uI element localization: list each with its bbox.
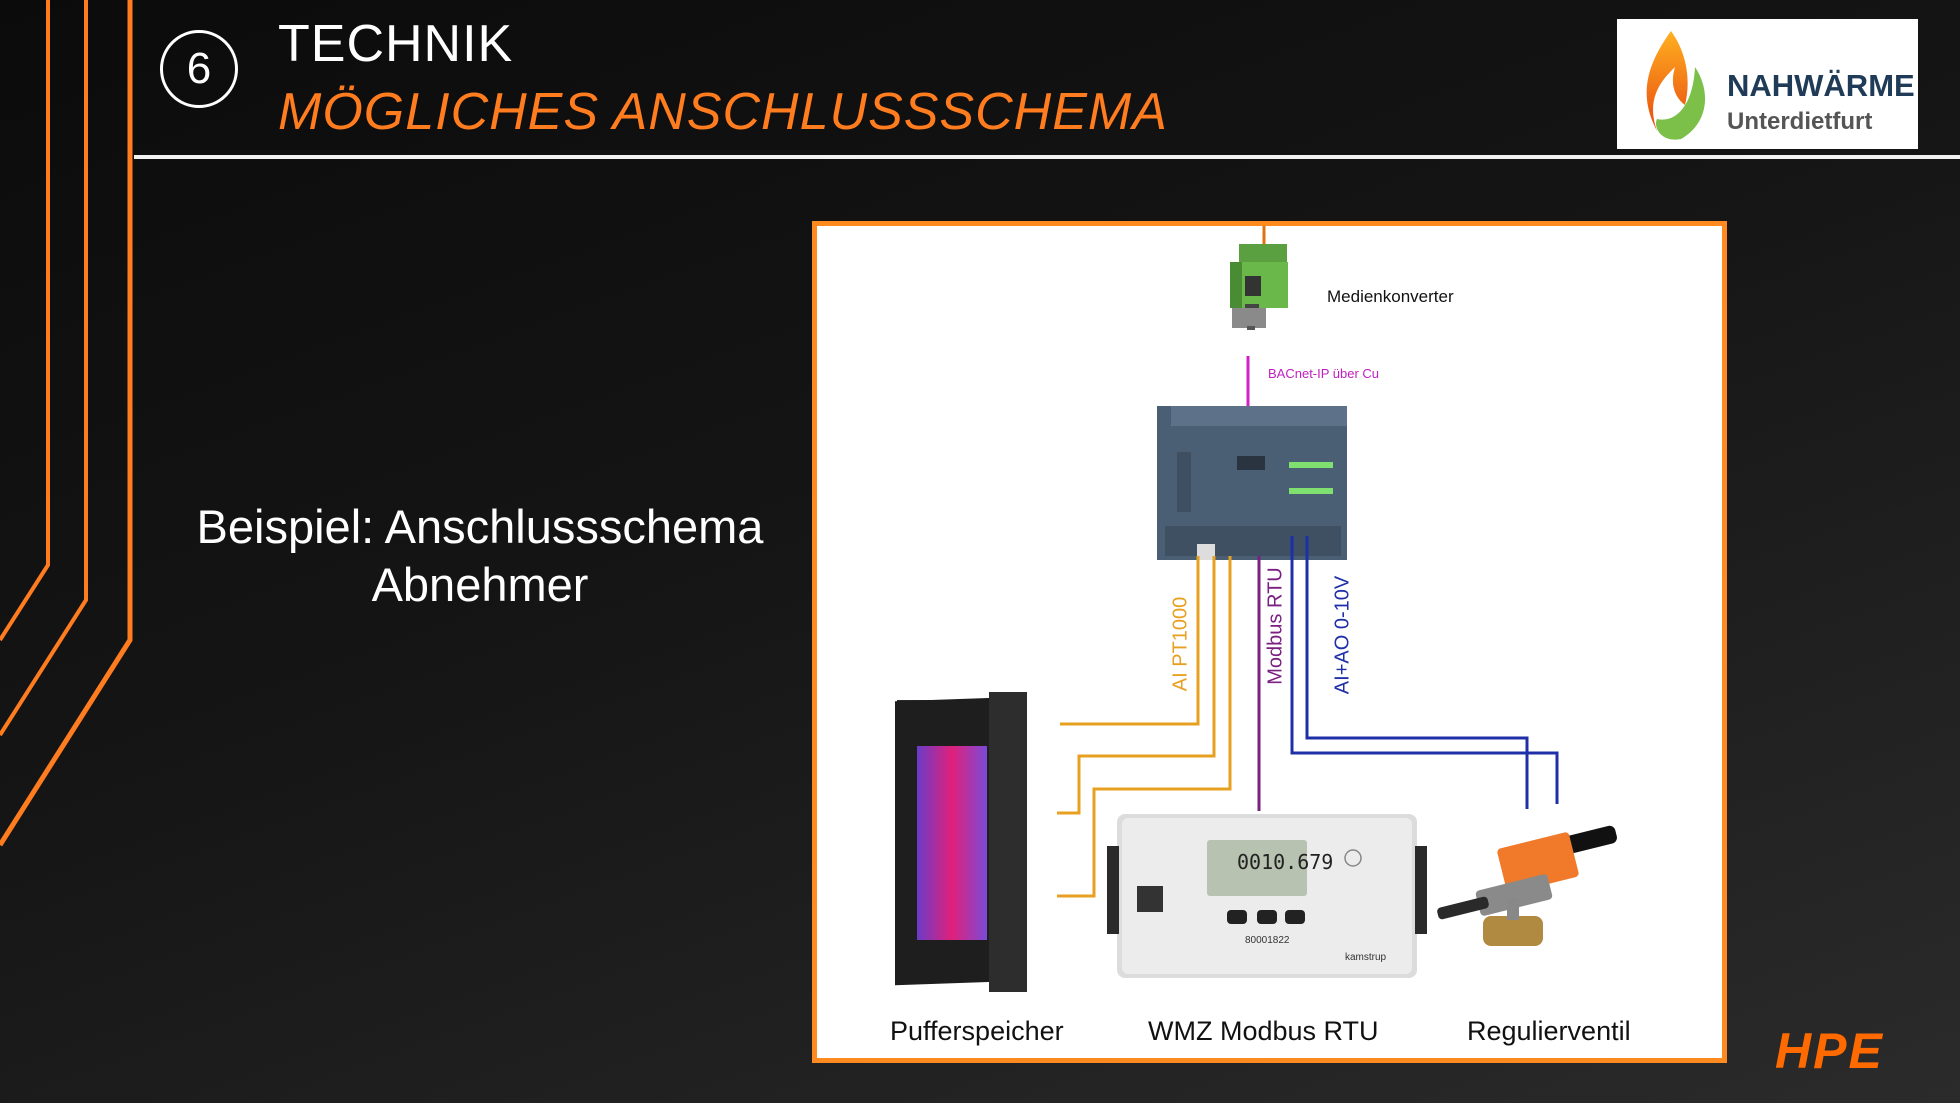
modbus-rtu-label: Modbus RTU — [1264, 567, 1287, 685]
media-converter-label: Medienkonverter — [1327, 287, 1454, 306]
buffer-tank-image — [895, 692, 1027, 992]
ai-ao-lines — [1290, 536, 1559, 809]
section-number-badge: 6 — [160, 30, 238, 108]
bacnet-label: BACnet-IP über Cu — [1268, 366, 1380, 381]
ai-pt1000-lines — [1057, 556, 1232, 898]
flame-leaf-icon — [1646, 31, 1706, 140]
example-caption: Beispiel: Anschlussschema Abnehmer — [170, 498, 790, 614]
controller-device — [1157, 406, 1347, 560]
example-caption-line2: Abnehmer — [371, 558, 589, 611]
meter-display: 0010.679 — [1237, 850, 1334, 874]
logo-subtitle: Unterdietfurt — [1727, 108, 1873, 135]
meter-brand: kamstrup — [1345, 952, 1387, 963]
label-pufferspeicher: Pufferspeicher — [890, 1016, 1064, 1046]
media-converter-device — [1230, 244, 1288, 330]
hpe-logo: HPE — [1775, 1023, 1884, 1079]
header-divider — [134, 155, 1960, 159]
example-caption-line1: Beispiel: Anschlussschema — [196, 500, 764, 553]
heat-meter-image — [1107, 814, 1427, 978]
ai-pt1000-label: AI PT1000 — [1169, 596, 1192, 692]
control-valve-image — [1437, 825, 1617, 946]
logo: NAHWÄRME Unterdietfurt — [1617, 19, 1918, 149]
page-subtitle: MÖGLICHES ANSCHLUSSSCHEMA — [278, 83, 1168, 141]
diagram-canvas — [895, 226, 1617, 992]
connection-diagram: Medienkonverter BACnet-IP über Cu AI PT1… — [812, 221, 1727, 1063]
ai-ao-label: AI+AO 0-10V — [1331, 575, 1354, 695]
label-regulierventil: Regulierventil — [1467, 1016, 1631, 1046]
meter-serial: 80001822 — [1245, 935, 1290, 946]
logo-title: NAHWÄRME — [1727, 68, 1915, 103]
page-title: TECHNIK — [278, 15, 514, 73]
label-wmz-modbus-rtu: WMZ Modbus RTU — [1148, 1016, 1379, 1046]
